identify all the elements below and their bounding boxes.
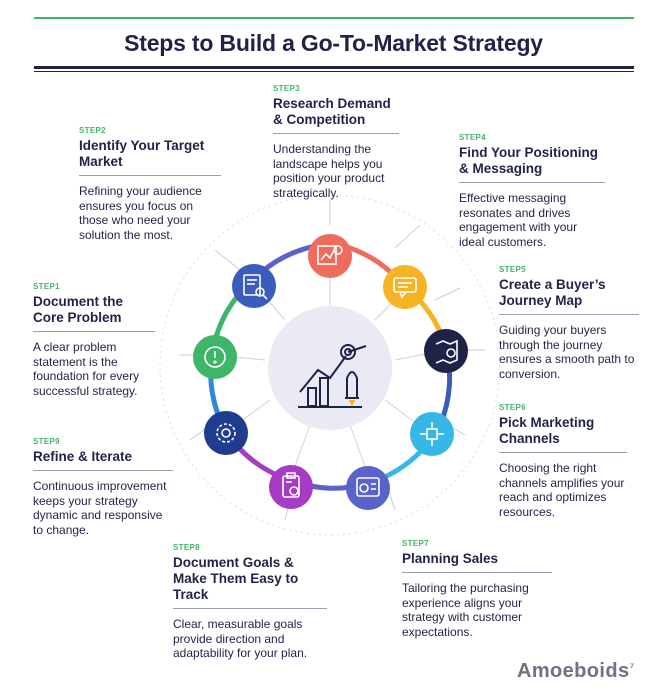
step4-heading: Find Your Positioning & Messaging	[459, 145, 598, 176]
logo-accent: ⁷	[629, 660, 635, 674]
target-market-search-icon	[243, 274, 268, 300]
step5-block: STEP5 Create a Buyer’s Journey Map Guidi…	[499, 265, 639, 381]
step8-divider	[173, 608, 327, 609]
research-chart-icon	[317, 245, 343, 265]
step7-label: STEP7	[402, 539, 429, 548]
growth-rocket-icon	[298, 344, 367, 408]
step4-block: STEP4 Find Your Positioning & Messaging …	[459, 133, 605, 249]
step5-label: STEP5	[499, 265, 526, 274]
step6-node	[410, 412, 454, 456]
step8-node	[269, 465, 313, 509]
step5-divider	[499, 314, 639, 315]
step3-label: STEP3	[273, 84, 300, 93]
step4-description: Effective messaging resonates and drives…	[459, 191, 578, 249]
top-rule	[34, 17, 634, 19]
step9-description: Continuous improvement keeps your strate…	[33, 479, 167, 537]
step1-label: STEP1	[33, 282, 60, 291]
step7-block: STEP7 Planning Sales Tailoring the purch…	[402, 539, 552, 639]
step4-divider	[459, 182, 605, 183]
step9-block: STEP9 Refine & Iterate Continuous improv…	[33, 437, 173, 537]
step7-divider	[402, 572, 552, 573]
step7-heading: Planning Sales	[402, 551, 499, 566]
step3-description: Understanding the landscape helps you po…	[273, 142, 385, 200]
journey-map-icon	[435, 339, 458, 364]
step6-divider	[499, 452, 627, 453]
step8-heading: Document Goals & Make Them Easy to Track	[173, 555, 299, 602]
step7-description: Tailoring the purchasing experience alig…	[402, 581, 529, 639]
step8-block: STEP8 Document Goals & Make Them Easy to…	[173, 543, 327, 661]
chat-bubble-icon	[393, 277, 417, 299]
step5-heading: Create a Buyer’s Journey Map	[499, 277, 606, 308]
step2-divider	[79, 175, 221, 176]
step3-node	[308, 234, 352, 278]
step8-description: Clear, measurable goals provide directio…	[173, 617, 308, 661]
step2-description: Refining your audience ensures you focus…	[79, 184, 202, 242]
step4-label: STEP4	[459, 133, 486, 142]
step3-heading: Research Demand & Competition	[273, 96, 391, 127]
step1-heading: Document the Core Problem	[33, 294, 124, 325]
step1-description: A clear problem statement is the foundat…	[33, 340, 140, 398]
page-title: Steps to Build a Go-To-Market Strategy	[124, 30, 543, 56]
goals-clipboard-icon	[282, 472, 300, 498]
rocket-flame-icon	[349, 400, 355, 407]
step5-description: Guiding your buyers through the journey …	[499, 323, 635, 381]
step1-block: STEP1 Document the Core Problem A clear …	[33, 282, 155, 398]
step2-heading: Identify Your Target Market	[79, 138, 205, 169]
center-circle	[268, 306, 392, 430]
step6-description: Choosing the right channels amplifies yo…	[499, 461, 625, 519]
logo-text: Amoeboids	[517, 660, 630, 682]
step9-node	[204, 411, 248, 455]
step6-block: STEP6 Pick Marketing Channels Choosing t…	[499, 403, 627, 519]
step8-label: STEP8	[173, 543, 200, 552]
amoeboids-logo[interactable]: Amoeboids⁷	[517, 660, 635, 683]
step2-block: STEP2 Identify Your Target Market Refini…	[79, 126, 221, 242]
step2-label: STEP2	[79, 126, 106, 135]
outer-dotted-ring	[159, 194, 501, 536]
problem-alert-icon	[204, 346, 226, 368]
step3-block: STEP3 Research Demand & Competition Unde…	[273, 84, 399, 200]
step6-label: STEP6	[499, 403, 526, 412]
step9-label: STEP9	[33, 437, 60, 446]
step9-divider	[33, 470, 173, 471]
step3-divider	[273, 133, 399, 134]
step6-heading: Pick Marketing Channels	[499, 415, 595, 446]
step2-node	[232, 264, 276, 308]
channels-network-icon	[420, 422, 444, 446]
step1-divider	[33, 331, 155, 332]
title-underline	[34, 66, 634, 69]
title-underline-thin	[34, 71, 634, 72]
iterate-gear-icon	[216, 423, 236, 443]
step9-heading: Refine & Iterate	[33, 449, 133, 464]
step5-node	[424, 329, 468, 373]
sales-dashboard-icon	[356, 477, 380, 497]
